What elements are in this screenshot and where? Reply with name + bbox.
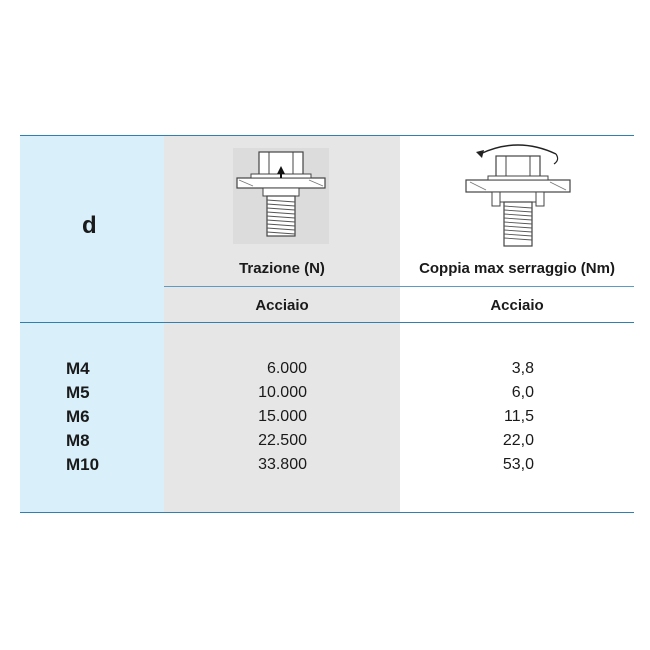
- torque-material-header: Acciaio: [490, 297, 544, 314]
- row-diameter: M10: [66, 455, 100, 474]
- header-bottom-rule: [20, 322, 634, 323]
- diameter-column-bg: [20, 135, 164, 513]
- row-traction: 33.800: [258, 456, 307, 473]
- row-traction: 10.000: [258, 384, 307, 401]
- row-traction: 22.500: [258, 432, 307, 449]
- row-traction: 6.000: [266, 360, 307, 377]
- row-traction: 15.000: [258, 408, 307, 425]
- row-diameter: M5: [66, 383, 90, 402]
- row-torque: 3,8: [511, 360, 534, 377]
- diameter-header: d: [82, 212, 97, 239]
- traction-material-header: Acciaio: [255, 297, 309, 314]
- rivet-nut-traction-diagram-icon: [233, 148, 329, 244]
- header-mid-rule: [164, 286, 634, 287]
- row-torque: 11,5: [504, 408, 534, 425]
- traction-header: Trazione (N): [239, 260, 325, 277]
- top-rule: [20, 135, 634, 136]
- row-torque: 53,0: [502, 456, 534, 473]
- rivet-nut-torque-diagram-icon: [465, 144, 571, 247]
- bottom-rule: [20, 512, 634, 513]
- row-diameter: M6: [66, 407, 90, 426]
- row-diameter: M4: [66, 359, 90, 378]
- row-diameter: M8: [66, 431, 90, 450]
- row-torque: 6,0: [511, 384, 534, 401]
- row-torque: 22,0: [502, 432, 534, 449]
- torque-header: Coppia max serraggio (Nm): [419, 260, 615, 277]
